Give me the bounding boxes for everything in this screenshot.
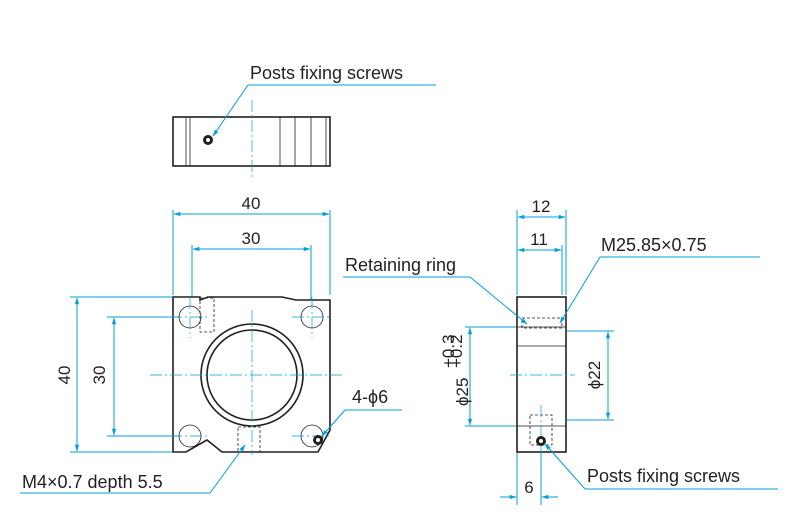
svg-text:+0.3: +0.3 (439, 334, 458, 368)
dim-front-width-40: 40 (242, 194, 261, 213)
dim-bore-diameter: ϕ25 +0.3 +0.2 (439, 334, 472, 406)
dim-side-width-11: 11 (530, 230, 548, 249)
posts-fixing-screws-side-label: Posts fixing screws (587, 466, 740, 486)
posts-fixing-screws-top-label: Posts fixing screws (250, 63, 403, 83)
dim-front-height-40: 40 (55, 366, 74, 385)
dim-front-width-30: 30 (242, 229, 261, 248)
tap-hole-label: M4×0.7 depth 5.5 (22, 472, 163, 492)
thread-spec-label: M25.85×0.75 (601, 235, 707, 255)
top-view: Posts fixing screws (172, 63, 436, 180)
mount-holes-label: 4-ϕ6 (352, 387, 388, 407)
svg-text:+0.2: +0.2 (447, 334, 466, 368)
dim-front-height-30: 30 (90, 366, 109, 385)
dim-side-width-12: 12 (532, 197, 551, 216)
retaining-ring-label: Retaining ring (345, 255, 456, 275)
dim-inner-diameter: ϕ22 (585, 361, 604, 389)
top-view-body (172, 116, 331, 167)
side-view: 12 11 ϕ25 +0.3 +0.2 ϕ22 (343, 197, 778, 505)
svg-text:ϕ25: ϕ25 (453, 378, 472, 406)
dim-side-bottom-6: 6 (524, 478, 533, 497)
side-view-body (516, 296, 567, 453)
front-view: 40 30 40 (20, 194, 402, 494)
